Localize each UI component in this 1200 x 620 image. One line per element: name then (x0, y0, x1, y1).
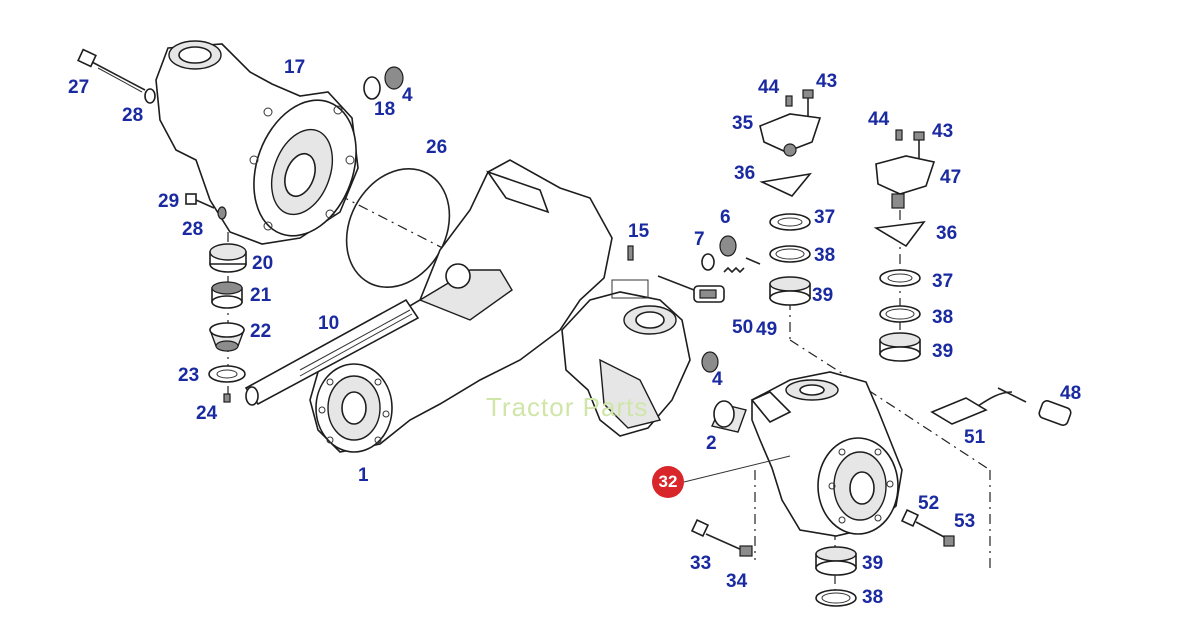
bearing-22 (208, 322, 246, 352)
callout-24[interactable]: 24 (196, 403, 218, 424)
cover-35 (759, 113, 822, 157)
callout-1[interactable]: 1 (358, 465, 369, 486)
callout-22[interactable]: 22 (250, 321, 272, 342)
screw-15 (627, 245, 634, 261)
bushing-2 (711, 400, 747, 433)
drive-shaft-10 (244, 298, 420, 406)
callout-28[interactable]: 28 (122, 105, 144, 126)
callout-36[interactable]: 36 (734, 163, 756, 184)
hub-housing-17 (155, 40, 359, 245)
callout-39[interactable]: 39 (862, 553, 884, 574)
spring-50 (723, 266, 745, 274)
callout-35[interactable]: 35 (732, 113, 754, 134)
callout-34[interactable]: 34 (726, 571, 748, 592)
washer-28a (144, 88, 156, 104)
callout-28[interactable]: 28 (182, 219, 204, 240)
bearing-39a (769, 276, 811, 306)
callout-53[interactable]: 53 (954, 511, 976, 532)
callout-38[interactable]: 38 (862, 587, 884, 608)
callout-39[interactable]: 39 (932, 341, 954, 362)
callout-44[interactable]: 44 (758, 77, 780, 98)
callout-52[interactable]: 52 (918, 493, 940, 514)
callout-2[interactable]: 2 (706, 433, 717, 454)
callout-18[interactable]: 18 (374, 99, 396, 120)
shim-36a (759, 172, 812, 197)
bracket-51 (930, 397, 988, 425)
callout-48[interactable]: 48 (1060, 383, 1082, 404)
plug-6 (719, 235, 737, 257)
steering-knuckle-32 (750, 371, 903, 537)
bolt-29 (185, 193, 215, 209)
seal-18 (363, 76, 381, 100)
callout-10[interactable]: 10 (318, 313, 340, 334)
callout-36[interactable]: 36 (936, 223, 958, 244)
highlighted-part-badge[interactable]: 32 (652, 466, 684, 498)
callout-47[interactable]: 47 (940, 167, 962, 188)
seal-23 (208, 365, 246, 383)
axle-housing-1 (309, 159, 613, 453)
sensor-7 (657, 275, 725, 303)
callout-44[interactable]: 44 (868, 109, 890, 130)
callout-21[interactable]: 21 (250, 285, 272, 306)
callout-38[interactable]: 38 (814, 245, 836, 266)
sensor-48 (977, 387, 1072, 426)
grease-fitting-44a (785, 95, 793, 107)
callout-7[interactable]: 7 (694, 229, 705, 250)
callout-37[interactable]: 37 (814, 207, 836, 228)
cover-47 (875, 155, 936, 209)
bearing-21 (211, 281, 243, 309)
callout-29[interactable]: 29 (158, 191, 180, 212)
bolt-33 (690, 518, 743, 551)
callout-15[interactable]: 15 (628, 221, 650, 242)
callout-27[interactable]: 27 (68, 77, 90, 98)
washer-7 (701, 253, 715, 271)
washer-28b (217, 206, 227, 220)
callout-20[interactable]: 20 (252, 253, 274, 274)
pivot-housing (561, 279, 691, 437)
seal-37b (879, 269, 921, 287)
callout-26[interactable]: 26 (426, 137, 448, 158)
pin-49 (745, 257, 761, 265)
pin-24 (223, 393, 231, 403)
callout-4[interactable]: 4 (712, 369, 723, 390)
callout-43[interactable]: 43 (816, 71, 838, 92)
watermark: Tractor Parts (486, 392, 649, 422)
callout-51[interactable]: 51 (964, 427, 986, 448)
callout-4[interactable]: 4 (402, 85, 413, 106)
callout-33[interactable]: 33 (690, 553, 712, 574)
callout-38[interactable]: 38 (932, 307, 954, 328)
callout-23[interactable]: 23 (178, 365, 200, 386)
bushing-20 (209, 243, 247, 273)
callout-6[interactable]: 6 (720, 207, 731, 228)
callout-37[interactable]: 37 (932, 271, 954, 292)
ring-38b (879, 305, 921, 323)
ring-38c (815, 589, 857, 607)
shim-36b (873, 220, 926, 248)
nut-53 (943, 535, 955, 547)
bolt-43a (802, 89, 814, 118)
seal-23-inner (216, 369, 238, 379)
nut-34 (739, 545, 753, 557)
bearing-39c (815, 546, 857, 576)
grease-fitting-44b (895, 129, 903, 141)
callout-50[interactable]: 50 (732, 317, 754, 338)
callout-49[interactable]: 49 (756, 319, 778, 340)
bearing-39b (879, 332, 921, 362)
seal-37a (769, 213, 811, 231)
bolt-43b (913, 131, 925, 160)
plug-4a (384, 66, 404, 90)
bolt-52 (900, 508, 947, 539)
leader-32 (683, 455, 791, 483)
callout-39[interactable]: 39 (812, 285, 834, 306)
ring-38a (769, 245, 811, 263)
bolt-27 (77, 48, 146, 93)
plug-4b (701, 351, 719, 373)
callout-43[interactable]: 43 (932, 121, 954, 142)
callout-17[interactable]: 17 (284, 57, 306, 78)
